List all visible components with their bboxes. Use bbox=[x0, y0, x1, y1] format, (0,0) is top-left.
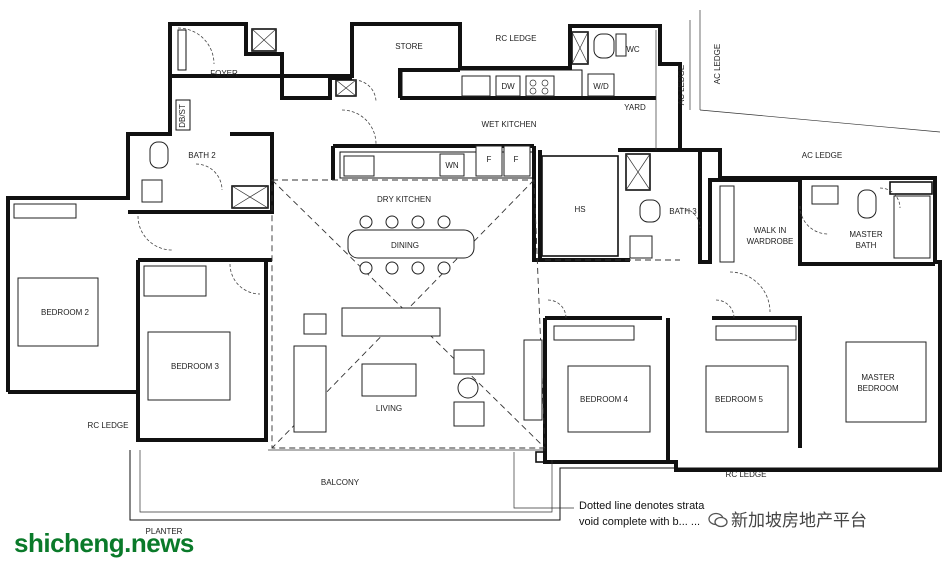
note-line-2: void complete with b... ... bbox=[579, 516, 701, 528]
counters bbox=[175, 10, 941, 179]
living-dining-furniture bbox=[293, 215, 543, 433]
label-bedroom-4: BEDROOM 4 bbox=[580, 395, 629, 404]
label-bath-3: BATH 3 bbox=[669, 207, 697, 216]
label-rc-ledge-top: RC LEDGE bbox=[496, 34, 537, 43]
label-wn: WN bbox=[445, 161, 459, 170]
appliances bbox=[231, 28, 933, 257]
label-ac-ledge-right: AC LEDGE bbox=[713, 44, 722, 84]
label-planter: PLANTER bbox=[146, 527, 183, 536]
label-master-bath-1: MASTER bbox=[849, 230, 883, 239]
note-line-1: Dotted line denotes strata bbox=[579, 500, 705, 512]
watermark-site: shicheng.news bbox=[14, 528, 194, 558]
balcony-outline bbox=[129, 449, 940, 521]
label-yard: YARD bbox=[624, 103, 646, 112]
label-dining: DINING bbox=[391, 241, 419, 250]
label-wc: WC bbox=[626, 45, 640, 54]
label-wd: W/D bbox=[593, 82, 609, 91]
sanitary-fixtures bbox=[141, 33, 931, 263]
label-store: STORE bbox=[395, 42, 422, 51]
label-dw: DW bbox=[501, 82, 515, 91]
label-master-bath-2: BATH bbox=[856, 241, 877, 250]
label-bedroom-2: BEDROOM 2 bbox=[41, 308, 90, 317]
label-wet-kitchen: WET KITCHEN bbox=[482, 120, 537, 129]
label-bath-2: BATH 2 bbox=[188, 151, 216, 160]
label-fridge-1: F bbox=[487, 155, 492, 164]
label-db-st: DB/ST bbox=[178, 104, 187, 128]
label-bedroom-3: BEDROOM 3 bbox=[171, 362, 220, 371]
wechat-icon bbox=[708, 512, 728, 528]
watermark-channel: 新加坡房地产平台 bbox=[731, 511, 867, 531]
label-fridge-2: F bbox=[514, 155, 519, 164]
label-master-bedroom-2: BEDROOM bbox=[857, 384, 899, 393]
label-foyer: FOYER bbox=[210, 69, 238, 78]
label-ac-ledge-mid: AC LEDGE bbox=[802, 151, 842, 160]
label-bedroom-5: BEDROOM 5 bbox=[715, 395, 764, 404]
label-living: LIVING bbox=[376, 404, 402, 413]
label-walk-in: WALK IN bbox=[754, 226, 787, 235]
label-hs: HS bbox=[574, 205, 585, 214]
label-rc-ledge-left: RC LEDGE bbox=[88, 421, 129, 430]
note-leader bbox=[513, 451, 574, 509]
beds bbox=[13, 203, 927, 433]
room-labels: FOYER STORE RC LEDGE WC AC LEDGE AC LEDG… bbox=[41, 34, 899, 536]
label-balcony: BALCONY bbox=[321, 478, 360, 487]
label-wardrobe: WARDROBE bbox=[747, 237, 794, 246]
label-dry-kitchen: DRY KITCHEN bbox=[377, 195, 431, 204]
door-swings bbox=[137, 27, 901, 319]
label-master-bedroom-1: MASTER bbox=[861, 373, 895, 382]
label-ac-ledge-left: AC LEDGE bbox=[677, 65, 686, 105]
label-rc-ledge-bottom: RC LEDGE bbox=[726, 470, 767, 479]
